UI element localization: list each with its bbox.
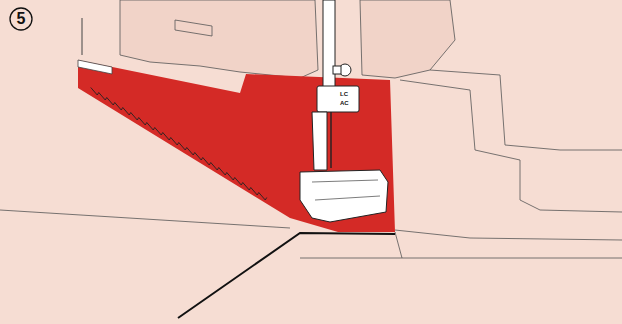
- bed-outline: [430, 70, 622, 150]
- presser-foot: [300, 170, 388, 222]
- bed-edge: [395, 230, 622, 240]
- bed-front-edge: [178, 233, 395, 318]
- face-slot: [175, 20, 212, 36]
- foot-detail: [312, 180, 380, 200]
- bed-edge: [0, 210, 290, 228]
- bed-plate-line: [300, 258, 622, 259]
- screw-shaft: [333, 66, 341, 74]
- zigzag-stitch: [91, 88, 267, 201]
- foot-shank: [317, 86, 359, 112]
- needle: [330, 112, 331, 168]
- foot-marking: LC: [340, 91, 348, 97]
- bed-plate-line: [395, 232, 402, 258]
- machine-head-right: [360, 0, 455, 78]
- callout-circle: 5: [9, 7, 33, 31]
- machine-head: [120, 0, 318, 78]
- callout-number: 5: [9, 7, 33, 31]
- foot-marking: AC: [340, 100, 349, 106]
- guide-block: [78, 60, 112, 74]
- bed-outline: [400, 80, 622, 212]
- fabric: [78, 60, 395, 232]
- presser-bar: [323, 0, 335, 88]
- guide-post: [82, 18, 83, 55]
- foot-ankle: [312, 112, 327, 170]
- circle-outline: [10, 8, 32, 30]
